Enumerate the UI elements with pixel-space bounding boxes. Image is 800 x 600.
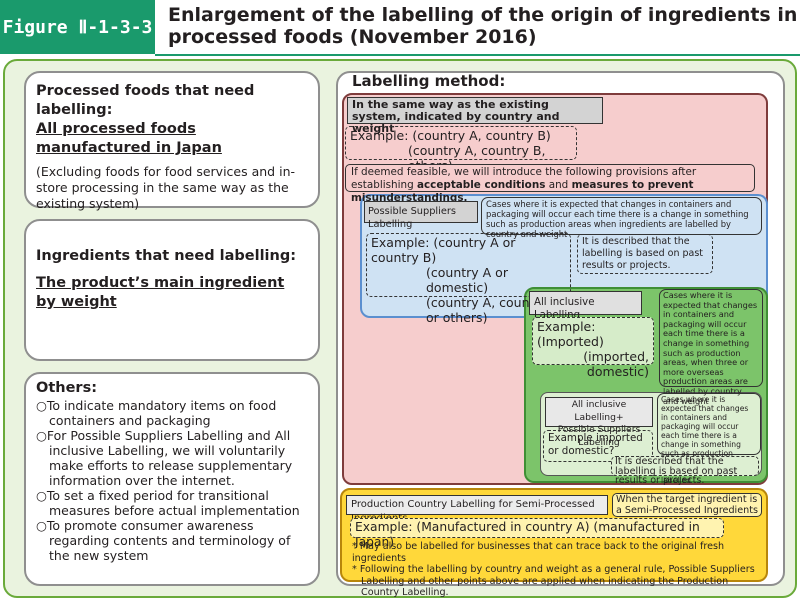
possible-example-line4: or others) (426, 310, 488, 325)
others-bullet: ○To indicate mandatory items on food con… (36, 398, 277, 428)
all-inclusive-example-line3: domestic) (586, 364, 649, 379)
feasibility-note: If deemed feasible, we will introduce th… (345, 164, 755, 204)
combined-label-line2: Possible Suppliers Labelling (557, 424, 641, 448)
semi-processed-note1: * May also be labelled for businesses th… (352, 541, 725, 564)
all-inclusive-example-line1: Example: (Imported) (537, 319, 604, 349)
all-inclusive-example-line2: (imported, (583, 349, 649, 364)
combined-note: It is described that the labelling is ba… (615, 456, 738, 486)
combined-example: Example imported or domestic? (543, 430, 653, 462)
existing-system-heading: In the same way as the existing system, … (352, 98, 560, 135)
figure-title: Enlargement of the labelling of the orig… (168, 4, 798, 48)
others-bullet: ○To promote consumer awareness regarding… (36, 518, 291, 563)
semi-processed-target: When the target ingredient is a Semi-Pro… (612, 493, 762, 517)
labelling-method-title: Labelling method: (352, 72, 506, 90)
semi-processed-example: Example: (Manufactured in country A) (ma… (350, 518, 724, 549)
others-bullet: ○For Possible Suppliers Labelling and Al… (36, 428, 293, 488)
combined-example-text: Example imported or domestic? (548, 432, 643, 457)
existing-example-line1: Example: (country A, country B) (350, 128, 551, 143)
title-rule (155, 54, 800, 56)
possible-example-line2: (country A or domestic) (426, 265, 508, 295)
ingredients-box: Ingredients that need labelling: The pro… (24, 219, 320, 361)
combined-label-line1: All inclusive Labelling+ (571, 399, 627, 423)
ingredients-heading: Ingredients that need labelling: (36, 248, 297, 264)
ingredients-subheading: The product’s main ingredient by weight (36, 275, 285, 310)
combined-label: All inclusive Labelling+ Possible Suppli… (545, 397, 653, 448)
existing-system-label: In the same way as the existing system, … (347, 97, 603, 135)
others-bullet: ○To set a fixed period for transitional … (36, 488, 300, 518)
possible-suppliers-note: It is described that the labelling is ba… (582, 236, 704, 271)
others-heading: Others: (36, 380, 97, 396)
semi-processed-note2: * Following the labelling by country and… (352, 564, 755, 598)
processed-foods-note: (Excluding foods for food services and i… (36, 164, 295, 211)
possible-suppliers-label: Possible Suppliers Labelling (364, 201, 478, 230)
others-box: Others: ○To indicate mandatory items on … (24, 372, 320, 586)
semi-processed-target-text: When the target ingredient is a Semi-Pro… (616, 494, 758, 516)
semi-processed-example-text: Example: (Manufactured in country A) (ma… (355, 520, 700, 549)
others-list: ○To indicate mandatory items on food con… (36, 398, 308, 563)
existing-example: Example: (country A, country B) (country… (345, 126, 577, 173)
feasibility-text: If deemed feasible, we will introduce th… (351, 166, 697, 204)
all-inclusive-label-text: All inclusive Labelling (534, 297, 595, 321)
combined-note-box: It is described that the labelling is ba… (611, 456, 759, 485)
semi-processed-notes: * May also be labelled for businesses th… (352, 541, 764, 599)
figure-label: Figure Ⅱ-1-3-3 (0, 0, 155, 54)
semi-processed-label: Production Country Labelling for Semi-Pr… (346, 495, 608, 524)
processed-foods-subheading: All processed foods manufactured in Japa… (36, 121, 222, 156)
all-inclusive-label: All inclusive Labelling (529, 291, 642, 321)
processed-foods-heading: Processed foods that need labelling: (36, 83, 255, 118)
processed-foods-box: Processed foods that need labelling: All… (24, 71, 320, 211)
possible-suppliers-desc-box: Cases where it is expected that changes … (481, 197, 762, 239)
possible-suppliers-example: Example: (country A or country B) (count… (366, 233, 571, 325)
possible-suppliers-desc: Cases where it is expected that changes … (486, 199, 749, 239)
possible-example-line1: Example: (country A or country B) (371, 235, 516, 265)
possible-suppliers-label-text: Possible Suppliers Labelling (368, 206, 457, 230)
possible-suppliers-note-box: It is described that the labelling is ba… (577, 234, 713, 274)
all-inclusive-desc-box: Cases where it is expected that changes … (659, 289, 763, 405)
combined-desc-box: Cases where it is expected that changes … (657, 393, 761, 485)
all-inclusive-example: Example: (Imported) (imported, domestic) (532, 317, 654, 379)
all-inclusive-desc: Cases where it is expected that changes … (663, 290, 758, 406)
